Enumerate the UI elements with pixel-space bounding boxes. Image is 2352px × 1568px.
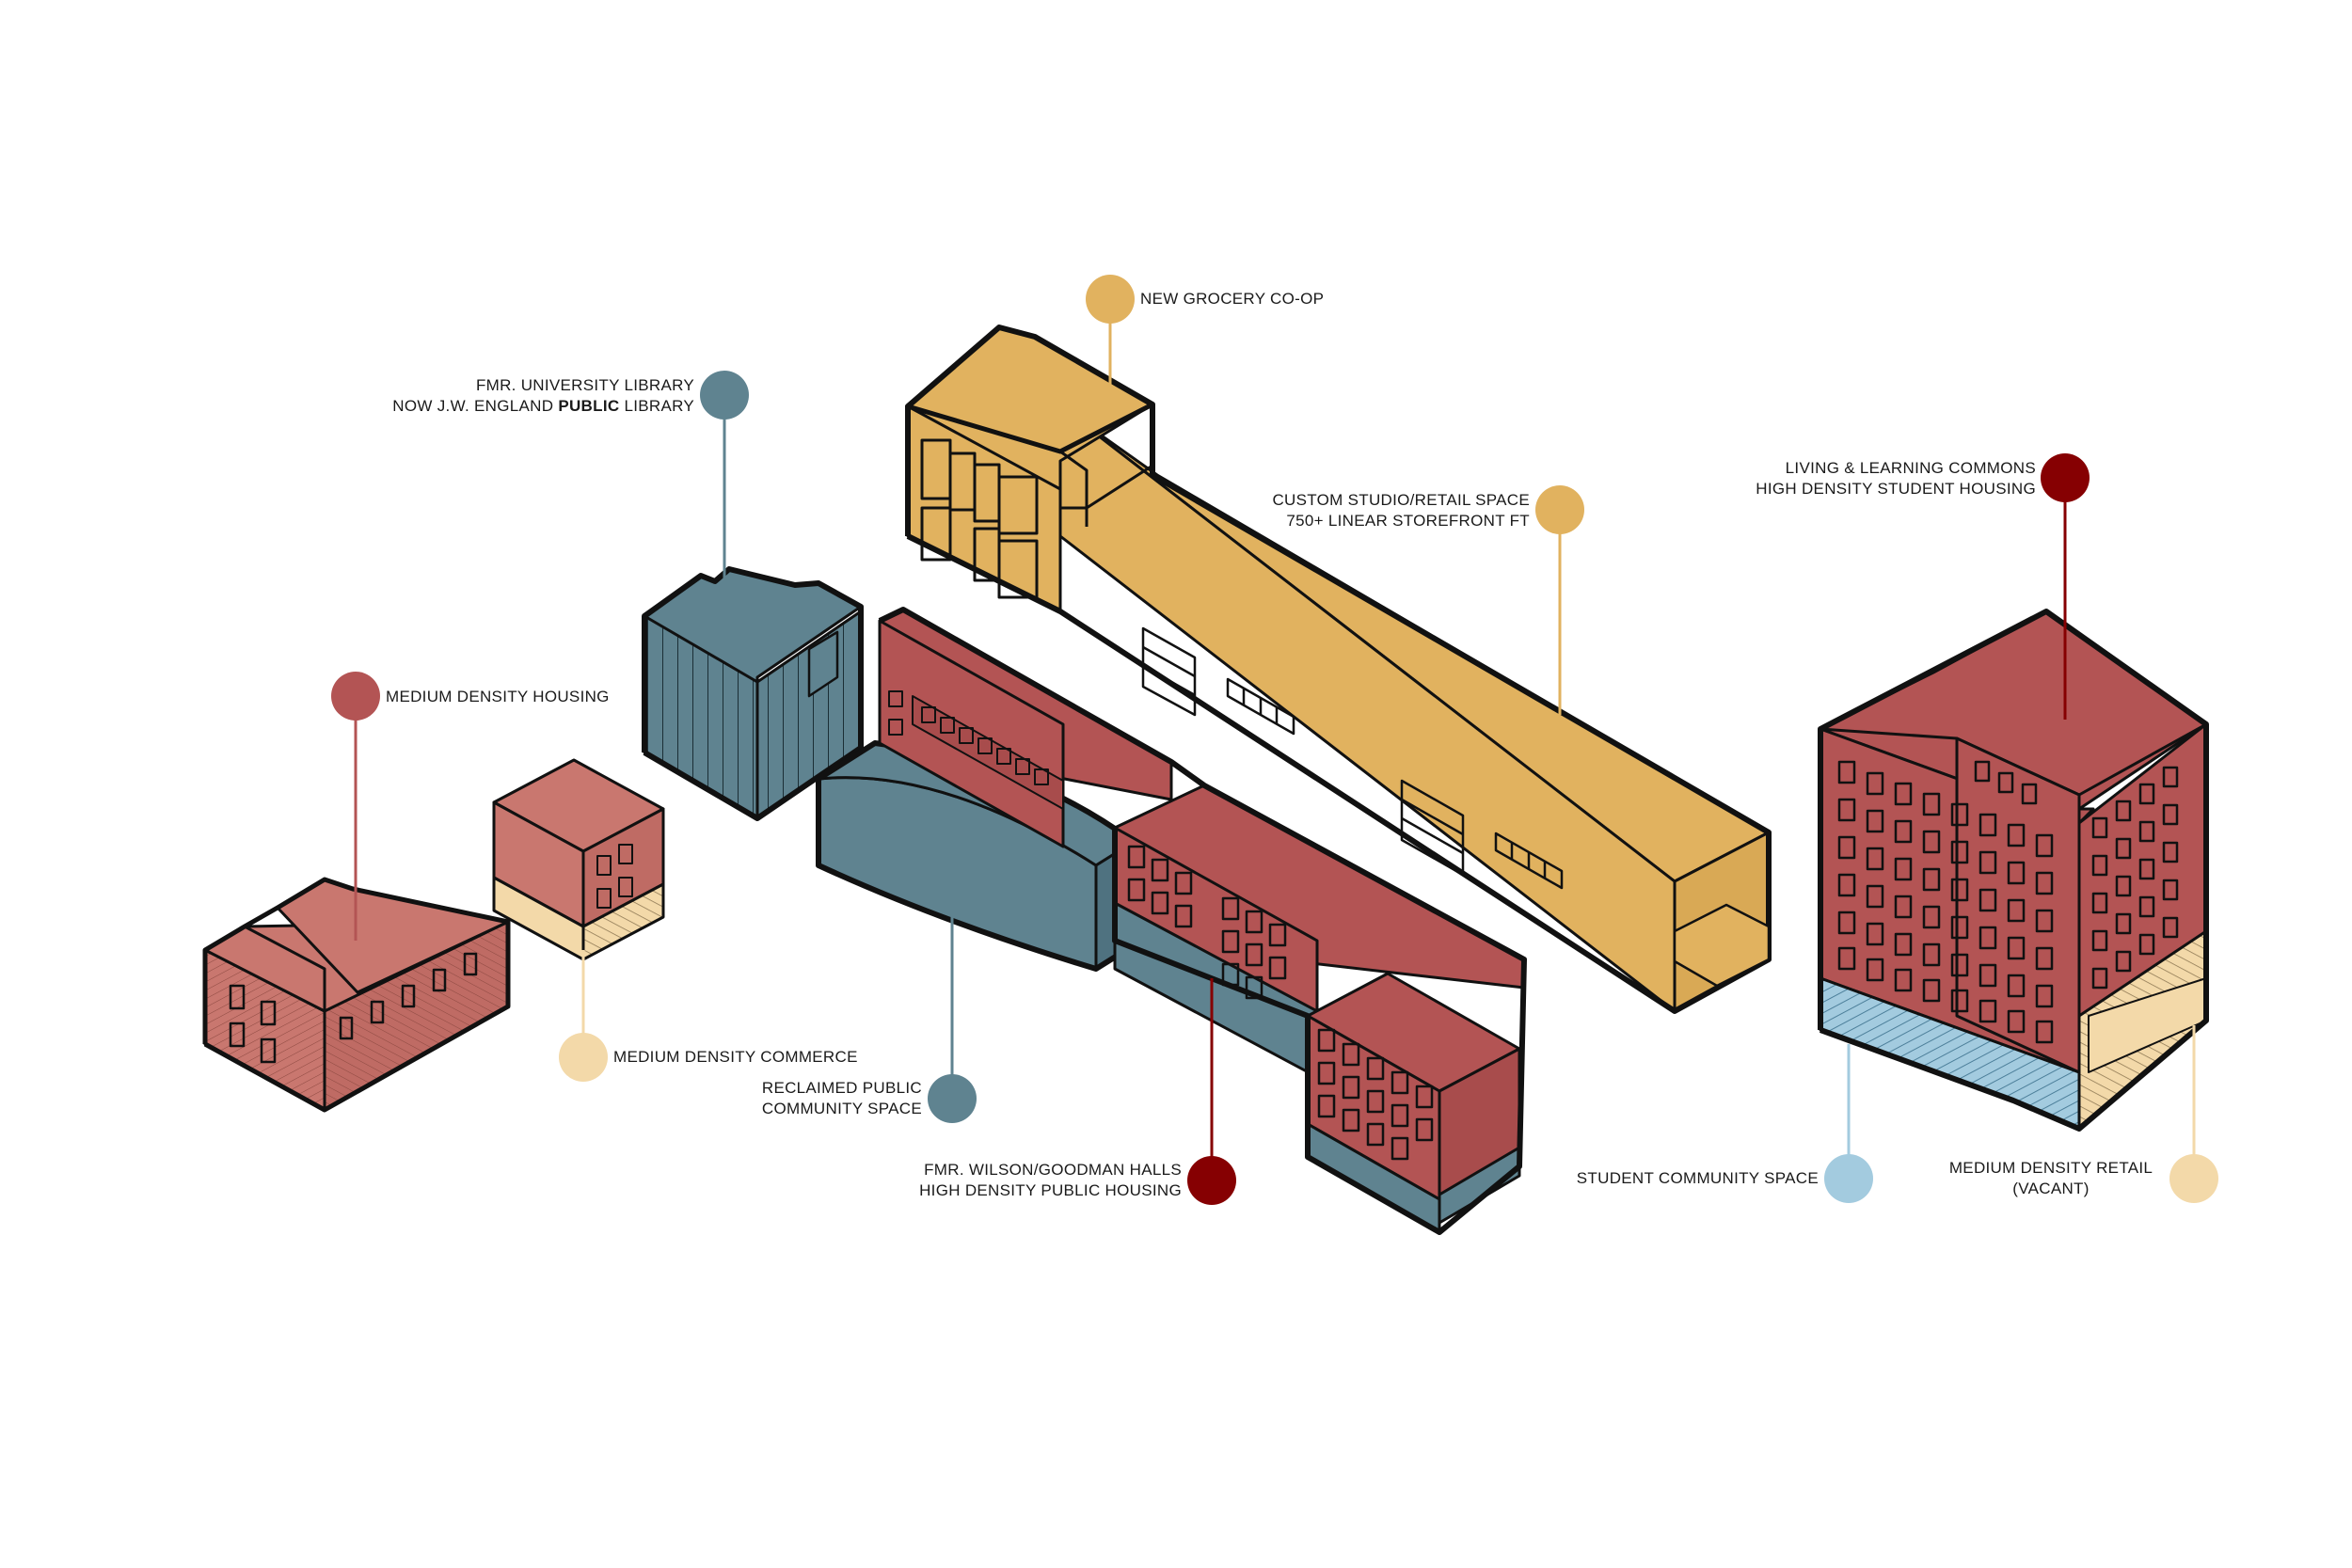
reclaimed-label-line2: COMMUNITY SPACE: [761, 1100, 922, 1117]
student-space-marker: [1824, 1154, 1873, 1203]
studio-label: CUSTOM STUDIO/RETAIL SPACE 750+ LINEAR S…: [1214, 490, 1530, 531]
library-marker: [700, 371, 749, 420]
retail-marker: [2169, 1154, 2218, 1203]
medium-density-housing: [202, 877, 511, 1113]
halls-label-line2: HIGH DENSITY PUBLIC HOUSING: [919, 1181, 1182, 1199]
library-label-line1: FMR. UNIVERSITY LIBRARY: [475, 376, 694, 394]
retail-label-line1: MEDIUM DENSITY RETAIL: [1948, 1159, 2153, 1177]
grocery-studio-building: [905, 325, 1772, 1014]
student-space-label: STUDENT COMMUNITY SPACE: [1576, 1169, 1819, 1187]
wilson-goodman-halls: [878, 607, 1527, 1235]
commons-label: LIVING & LEARNING COMMONS HIGH DENSITY S…: [1693, 458, 2036, 499]
med-commerce-marker: [559, 1033, 608, 1082]
studio-marker: [1535, 485, 1584, 534]
commons-label-line2: HIGH DENSITY STUDENT HOUSING: [1756, 480, 2036, 498]
studio-label-line1: CUSTOM STUDIO/RETAIL SPACE: [1272, 491, 1530, 509]
retail-label: MEDIUM DENSITY RETAIL (VACANT): [1938, 1158, 2164, 1199]
med-housing-label: MEDIUM DENSITY HOUSING: [386, 688, 610, 705]
halls-label-line1: FMR. WILSON/GOODMAN HALLS: [924, 1161, 1182, 1179]
living-learning-commons: [1818, 609, 2209, 1132]
retail-label-line2: (VACANT): [2012, 1180, 2090, 1197]
grocery-windows: [920, 438, 1039, 599]
halls-label: FMR. WILSON/GOODMAN HALLS HIGH DENSITY P…: [847, 1160, 1182, 1201]
commons-marker: [2041, 453, 2090, 502]
halls-marker: [1187, 1156, 1236, 1205]
reclaimed-marker: [928, 1074, 977, 1123]
reclaimed-label-line1: RECLAIMED PUBLIC: [761, 1079, 922, 1097]
commons-windows: [1837, 760, 2179, 1044]
med-commerce-label: MEDIUM DENSITY COMMERCE: [613, 1048, 858, 1066]
grocery-label: NEW GROCERY CO-OP: [1140, 290, 1325, 308]
studio-label-line2: 750+ LINEAR STOREFRONT FT: [1286, 512, 1530, 530]
library-label: FMR. UNIVERSITY LIBRARY NOW J.W. ENGLAND…: [358, 375, 694, 417]
storefront-doors: [1141, 626, 1564, 890]
callouts: [331, 275, 2218, 1205]
medium-density-commerce: [492, 758, 665, 961]
commons-label-line1: LIVING & LEARNING COMMONS: [1785, 459, 2036, 477]
grocery-marker: [1086, 275, 1135, 324]
med-housing-marker: [331, 672, 380, 721]
reclaimed-label: RECLAIMED PUBLIC COMMUNITY SPACE: [677, 1078, 922, 1119]
library-label-line2: NOW J.W. ENGLAND PUBLIC LIBRARY: [392, 397, 694, 415]
library-tower: [642, 566, 864, 821]
